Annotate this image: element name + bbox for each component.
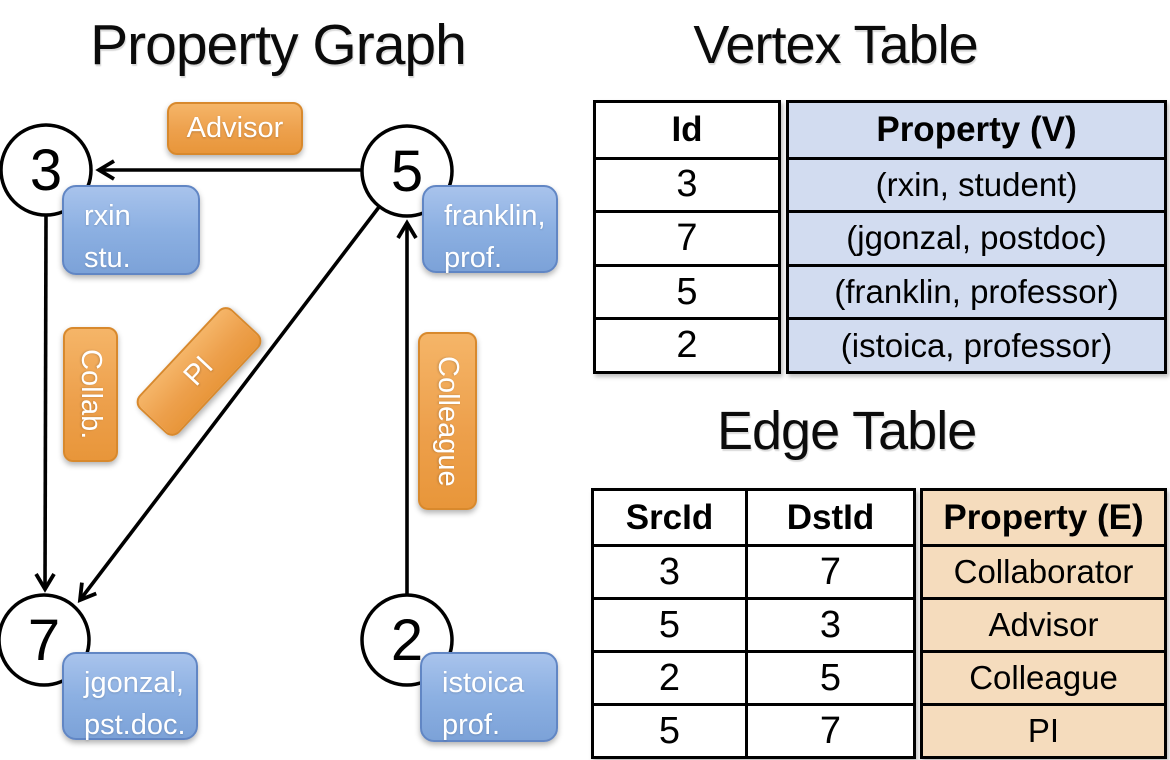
vertex-table-id-header: Id	[671, 109, 703, 149]
edge-table-dst-cell: 3	[745, 597, 913, 650]
vertex-table-id-column: Id 3 7 5 2	[593, 100, 781, 374]
edge-table-dst-cell: 5	[745, 650, 913, 703]
edge-table-property-cell: Advisor	[923, 597, 1164, 650]
edge-table-property-header: Property (E)	[943, 497, 1144, 537]
node-property-3-line1: rxin	[84, 200, 131, 232]
vertex-table-property-cell: (istoica, professor)	[789, 317, 1164, 371]
edge-table-property-cell: Collaborator	[923, 544, 1164, 597]
node-property-5-line2: prof.	[444, 242, 503, 274]
vertex-table-id-cell: 5	[596, 263, 778, 318]
node-property-7-line2: pst.doc.	[84, 709, 186, 741]
node-property-box-5: franklin, prof.	[422, 185, 558, 274]
graph-diagram-svg	[0, 123, 454, 687]
edge-table-src-header: SrcId	[625, 497, 714, 537]
vertex-table-id-cell: 7	[596, 210, 778, 264]
vertex-table-id-cell: 3	[596, 156, 778, 211]
edge-collab-3-to-7	[34, 215, 56, 593]
node-id-5: 5	[390, 138, 424, 204]
edge-table-title: Edge Table	[717, 401, 977, 461]
edge-label-colleague: Colleague	[418, 332, 477, 510]
node-property-2-line1: istoica	[442, 667, 525, 699]
edge-label-collab: Collab.	[63, 327, 118, 462]
node-property-7-line1: jgonzal,	[84, 667, 184, 699]
edge-label-advisor-text: Advisor	[186, 112, 284, 144]
node-id-7: 7	[27, 607, 61, 673]
vertex-table-property-cell: (jgonzal, postdoc)	[789, 210, 1164, 264]
edge-table-src-cell: 2	[594, 650, 745, 703]
node-id-2: 2	[390, 607, 424, 673]
node-property-box-7: jgonzal, pst.doc.	[62, 652, 198, 741]
edge-table-dst-cell: 7	[745, 544, 913, 597]
vertex-table-property-column: Property (V) (rxin, student) (jgonzal, p…	[786, 100, 1167, 374]
edge-label-pi-text: PI	[177, 350, 220, 393]
edge-table-property-cell: Colleague	[923, 650, 1164, 703]
node-id-3: 3	[29, 137, 63, 203]
node-property-5-line1: franklin,	[444, 200, 546, 232]
edge-table-dst-header: DstId	[745, 491, 913, 544]
edge-label-advisor: Advisor	[167, 102, 303, 155]
vertex-table-property-cell: (rxin, student)	[789, 156, 1164, 211]
edge-table-property-cell: PI	[923, 703, 1164, 756]
node-property-box-2: istoica prof.	[420, 652, 558, 742]
property-graph-title: Property Graph	[90, 13, 467, 77]
vertex-table-title: Vertex Table	[693, 15, 978, 75]
edge-label-colleague-text: Colleague	[432, 355, 464, 487]
vertex-table-property-header: Property (V)	[876, 109, 1077, 149]
edge-table-property-column: Property (E) Collaborator Advisor Collea…	[920, 488, 1167, 759]
edge-label-collab-text: Collab.	[75, 349, 107, 440]
node-property-3-line2: stu.	[84, 242, 131, 274]
node-property-2-line2: prof.	[442, 709, 501, 741]
edge-table-src-cell: 5	[594, 597, 745, 650]
edge-table-id-columns: SrcId DstId 3 7 5 3 2 5 5 7	[591, 488, 916, 759]
node-property-box-3: rxin stu.	[62, 185, 200, 275]
vertex-table-property-cell: (franklin, professor)	[789, 263, 1164, 318]
edge-table-src-cell: 5	[594, 703, 745, 756]
edge-table-dst-cell: 7	[745, 703, 913, 756]
vertex-table-id-cell: 2	[596, 317, 778, 371]
edge-pi-5-to-7	[77, 205, 381, 603]
edge-table-src-cell: 3	[594, 544, 745, 597]
